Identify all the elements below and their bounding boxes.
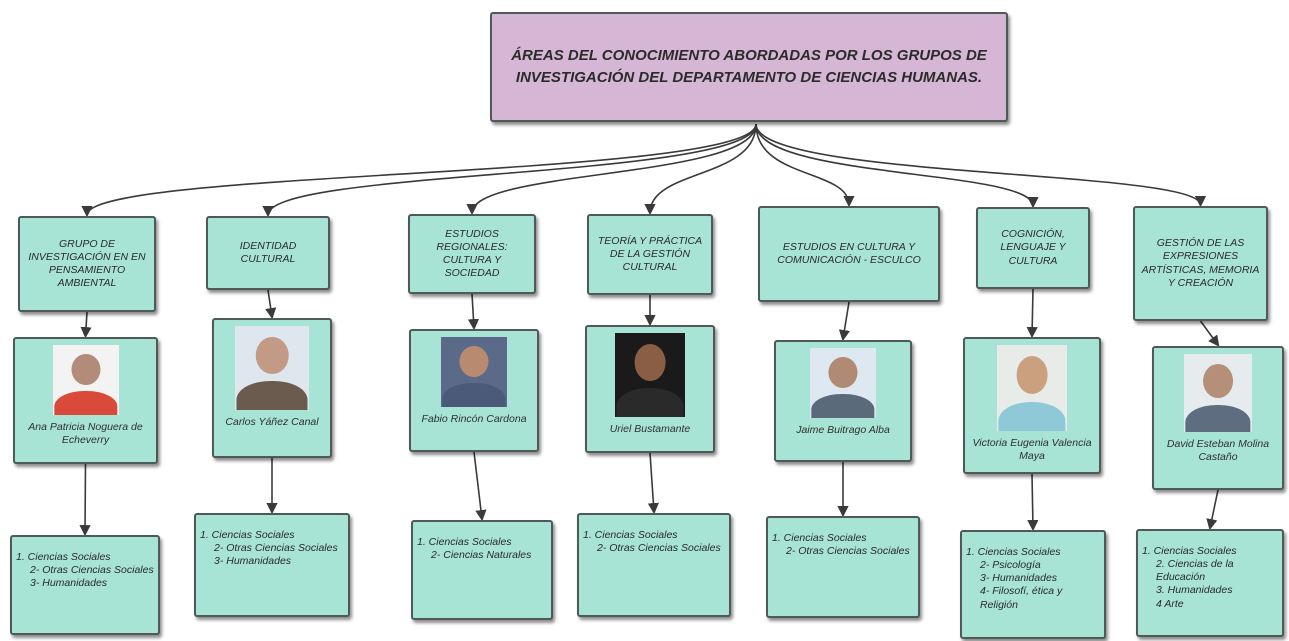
- connector-root-to-group: [755, 123, 855, 208]
- connector-researcher-to-areas: [1206, 489, 1219, 531]
- knowledge-area-item: 4 Arte: [1156, 597, 1184, 610]
- group-box: GESTIÓN DE LAS EXPRESIONES ARTÍSTICAS, M…: [1133, 206, 1268, 321]
- group-name: IDENTIDAD CULTURAL: [239, 239, 297, 265]
- group-box: IDENTIDAD CULTURAL: [206, 216, 330, 290]
- knowledge-area-item: 2- Otras Ciencias Sociales: [597, 542, 721, 555]
- connector-researcher-to-areas: [1027, 473, 1039, 532]
- researcher-photo: [810, 348, 876, 418]
- researcher-photo: [615, 333, 685, 417]
- connector-group-to-researcher: [838, 301, 850, 342]
- connector-researcher-to-areas: [79, 463, 91, 537]
- researcher-name: Carlos Yáñez Canal: [225, 416, 319, 428]
- group-box: ESTUDIOS EN CULTURA Y COMUNICACIÓN - ESC…: [758, 206, 940, 302]
- knowledge-area-item: 2- Otras Ciencias Sociales: [786, 545, 910, 558]
- group-name: GRUPO DE INVESTIGACIÓN EN EN PENSAMIENTO…: [28, 237, 146, 290]
- connector-group-to-researcher: [265, 289, 277, 320]
- knowledge-area-item: 1. Ciencias Sociales: [200, 529, 295, 541]
- group-name: ESTUDIOS EN CULTURA Y COMUNICACIÓN - ESC…: [777, 240, 921, 266]
- researcher-box: Ana Patricia Noguera de Echeverry: [13, 337, 158, 464]
- connector-root-to-group: [755, 123, 1039, 209]
- connector-researcher-to-areas: [647, 452, 659, 515]
- group-box: TEORÍA Y PRÁCTICA DE LA GESTIÓN CULTURAL: [587, 214, 713, 295]
- knowledge-area-item: 1. Ciencias Sociales: [583, 529, 678, 541]
- connector-group-to-researcher: [1199, 320, 1220, 347]
- knowledge-area-item: 2- Ciencias Naturales: [431, 549, 532, 562]
- researcher-photo: [52, 345, 119, 415]
- researcher-name: Fabio Rincón Cardona: [421, 413, 527, 425]
- knowledge-area-item: 3- Humanidades: [214, 555, 292, 568]
- group-box: GRUPO DE INVESTIGACIÓN EN EN PENSAMIENTO…: [18, 216, 156, 312]
- researcher-box: Uriel Bustamante: [585, 325, 715, 453]
- knowledge-area-item: 2- Otras Ciencias Sociales: [214, 542, 338, 555]
- knowledge-area-item: 3. Humanidades: [1156, 584, 1233, 597]
- group-box: COGNICIÓN, LENGUAJE Y CULTURA: [976, 207, 1090, 289]
- researcher-name: Jaime Buitrago Alba: [796, 424, 890, 436]
- connector-group-to-researcher: [80, 311, 92, 339]
- researcher-photo: [235, 326, 309, 410]
- researcher-box: Fabio Rincón Cardona: [409, 329, 539, 452]
- root-title-box: ÁREAS DEL CONOCIMIENTO ABORDADAS POR LOS…: [490, 12, 1008, 122]
- researcher-name: Uriel Bustamante: [609, 423, 691, 435]
- group-name: ESTUDIOS REGIONALES: CULTURA Y SOCIEDAD: [436, 227, 508, 280]
- group-name: COGNICIÓN, LENGUAJE Y CULTURA: [1000, 228, 1066, 267]
- connector-root-to-group: [644, 123, 757, 216]
- researcher-name: Ana Patricia Noguera de Echeverry: [28, 421, 143, 447]
- group-name: GESTIÓN DE LAS EXPRESIONES ARTÍSTICAS, M…: [1141, 237, 1260, 289]
- researcher-box: Victoria Eugenia Valencia Maya: [963, 337, 1101, 474]
- knowledge-area-item: 2. Ciencias de la Educación: [1156, 558, 1234, 584]
- connector-group-to-researcher: [467, 293, 480, 331]
- knowledge-area-item: 2- Psicología: [980, 559, 1041, 572]
- connector-root-to-group: [262, 123, 757, 218]
- connector-group-to-researcher: [1026, 288, 1038, 339]
- researcher-box: Carlos Yáñez Canal: [212, 318, 332, 458]
- knowledge-area-item: 1. Ciencias Sociales: [966, 546, 1061, 558]
- root-title: ÁREAS DEL CONOCIMIENTO ABORDADAS POR LOS…: [511, 47, 987, 86]
- knowledge-area-item: 1. Ciencias Sociales: [772, 532, 867, 544]
- researcher-name: David Esteban Molina Castaño: [1166, 438, 1270, 464]
- group-name: TEORÍA Y PRÁCTICA DE LA GESTIÓN CULTURAL: [597, 234, 703, 274]
- researcher-name: Victoria Eugenia Valencia Maya: [972, 437, 1092, 463]
- connector-root-to-group: [466, 123, 757, 216]
- group-box: ESTUDIOS REGIONALES: CULTURA Y SOCIEDAD: [408, 214, 536, 294]
- knowledge-area-item: 1. Ciencias Sociales: [417, 536, 512, 548]
- researcher-photo: [997, 345, 1067, 431]
- knowledge-area-item: 1. Ciencias Sociales: [16, 551, 111, 563]
- knowledge-area-item: 3- Humanidades: [980, 572, 1058, 585]
- researcher-photo: [441, 337, 507, 407]
- knowledge-area-item: 3- Humanidades: [30, 577, 108, 590]
- knowledge-area-item: 1. Ciencias Sociales: [1142, 545, 1237, 557]
- researcher-box: Jaime Buitrago Alba: [774, 340, 912, 462]
- researcher-photo: [1184, 354, 1252, 432]
- researcher-box: David Esteban Molina Castaño: [1152, 346, 1284, 490]
- connector-researcher-to-areas: [473, 451, 487, 522]
- connector-root-to-group: [755, 123, 1206, 208]
- knowledge-area-item: 2- Otras Ciencias Sociales: [30, 564, 154, 577]
- knowledge-area-item: 4- Filosofí, ética y Religión: [980, 585, 1063, 611]
- connector-root-to-group: [81, 123, 757, 218]
